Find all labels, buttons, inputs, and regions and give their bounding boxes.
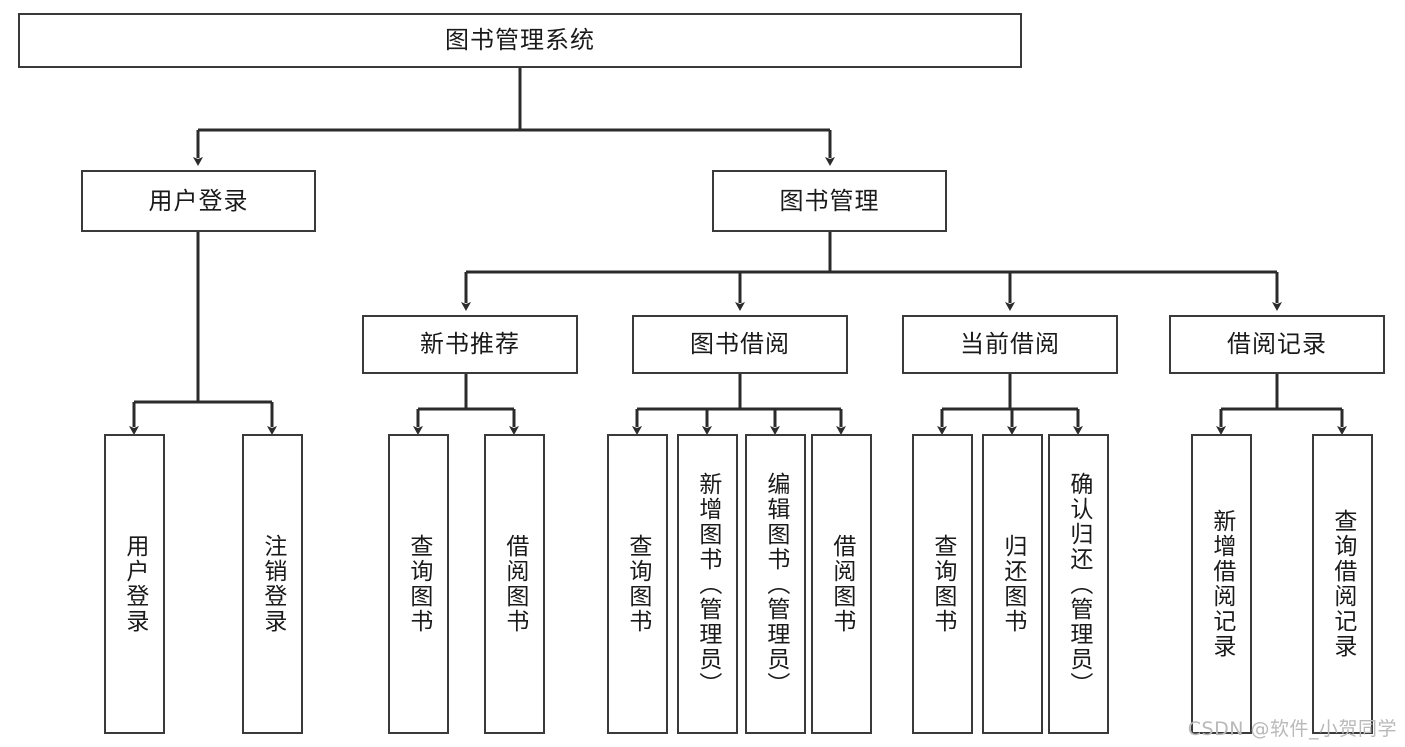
node-root-system-label: 图书管理系统 [445, 26, 595, 55]
node-new-book-recommend-label: 新书推荐 [420, 330, 520, 359]
leaf-add-book-label: 新增图书（管理员） [694, 471, 721, 697]
leaf-borrow-book-1-label: 借阅图书 [501, 534, 528, 634]
node-root-system[interactable]: 图书管理系统 [18, 13, 1022, 68]
leaf-logout-login-label: 注销登录 [259, 534, 286, 634]
node-current-borrow[interactable]: 当前借阅 [902, 315, 1118, 374]
leaf-query-book-2[interactable]: 查询图书 [607, 434, 668, 734]
node-user-login-label: 用户登录 [148, 186, 249, 215]
leaf-confirm-return-label: 确认归还（管理员） [1065, 471, 1092, 697]
watermark-text: CSDN @软件_小贺同学 [1187, 718, 1397, 740]
leaf-query-record[interactable]: 查询借阅记录 [1312, 434, 1373, 734]
node-user-login[interactable]: 用户登录 [81, 170, 316, 232]
leaf-borrow-book-1[interactable]: 借阅图书 [484, 434, 545, 734]
node-borrow-record-label: 借阅记录 [1227, 330, 1327, 359]
node-book-borrow[interactable]: 图书借阅 [632, 315, 848, 374]
leaf-borrow-book-2[interactable]: 借阅图书 [811, 434, 872, 734]
leaf-borrow-book-2-label: 借阅图书 [828, 534, 855, 634]
node-book-management[interactable]: 图书管理 [712, 170, 947, 232]
leaf-user-login[interactable]: 用户登录 [104, 434, 165, 734]
leaf-return-book[interactable]: 归还图书 [982, 434, 1043, 734]
leaf-query-book-1[interactable]: 查询图书 [388, 434, 449, 734]
leaf-user-login-label: 用户登录 [121, 534, 148, 634]
leaf-edit-book[interactable]: 编辑图书（管理员） [745, 434, 806, 734]
leaf-confirm-return[interactable]: 确认归还（管理员） [1048, 434, 1109, 734]
leaf-query-record-label: 查询借阅记录 [1329, 509, 1356, 659]
leaf-query-book-1-label: 查询图书 [405, 534, 432, 634]
node-book-borrow-label: 图书借阅 [690, 330, 790, 359]
node-new-book-recommend[interactable]: 新书推荐 [362, 315, 578, 374]
node-book-management-label: 图书管理 [779, 186, 880, 215]
node-borrow-record[interactable]: 借阅记录 [1169, 315, 1385, 374]
leaf-add-book[interactable]: 新增图书（管理员） [677, 434, 738, 734]
leaf-add-record-label: 新增借阅记录 [1208, 509, 1235, 659]
leaf-query-book-2-label: 查询图书 [624, 534, 651, 634]
node-current-borrow-label: 当前借阅 [960, 330, 1060, 359]
leaf-query-book-3[interactable]: 查询图书 [912, 434, 973, 734]
leaf-logout-login[interactable]: 注销登录 [242, 434, 303, 734]
leaf-edit-book-label: 编辑图书（管理员） [762, 471, 789, 697]
leaf-return-book-label: 归还图书 [999, 534, 1026, 634]
leaf-query-book-3-label: 查询图书 [929, 534, 956, 634]
leaf-add-record[interactable]: 新增借阅记录 [1191, 434, 1252, 734]
